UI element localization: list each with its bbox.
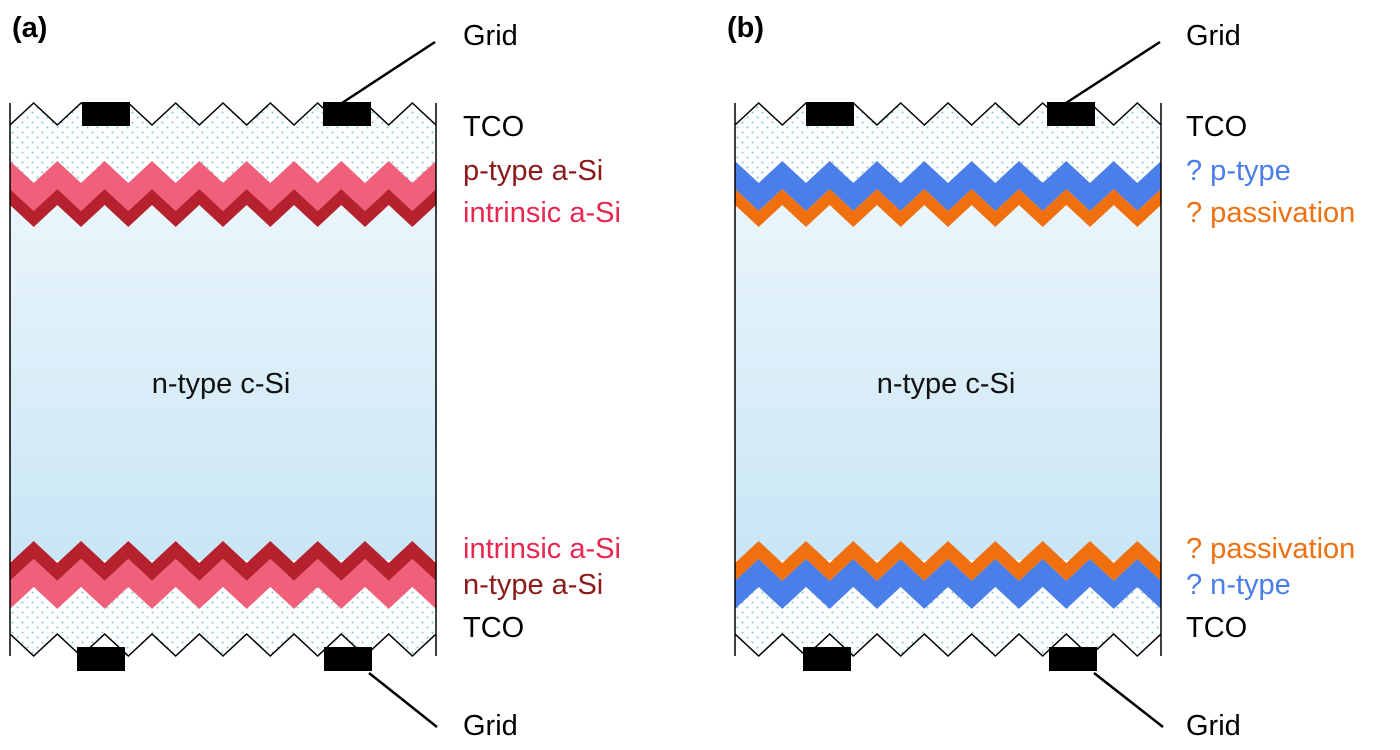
panel-a-tco-top-label: TCO: [463, 111, 524, 143]
front-passivation-layer: [735, 189, 1161, 227]
panel-a-back-intrinsic-label: intrinsic a-Si: [463, 533, 621, 565]
panel-a-front-intrinsic-label: intrinsic a-Si: [463, 197, 621, 229]
front-doped-layer: [10, 161, 436, 211]
back-grid-contact: [803, 647, 851, 671]
panel-b-top-grid-label: Grid: [1186, 20, 1241, 52]
back-grid-contact: [324, 647, 372, 671]
panel-a-layers: [9, 101, 437, 671]
back-grid-contact: [1049, 647, 1097, 671]
back-passivation-layer: [10, 541, 436, 581]
panel-a-top-grid-label: Grid: [463, 20, 518, 52]
panel-a-tco-bottom-label: TCO: [463, 612, 524, 644]
wafer-body: [10, 200, 436, 560]
front-grid-contact: [1047, 102, 1095, 126]
tco-bottom-layer: [10, 587, 436, 656]
panel-b-back-passivation-label: ? passivation: [1186, 533, 1355, 565]
panel-b-tco-top-label: TCO: [1186, 111, 1247, 143]
panel-b-top-grid-leader: [1065, 40, 1161, 105]
panel-b-tco-bottom-label: TCO: [1186, 612, 1247, 644]
panel-b-back-doped-label: ? n-type: [1186, 569, 1291, 601]
panel-b: (b) n-type c-Si Grid TCO ? p-type ? pass…: [727, 12, 1355, 742]
panel-b-layers: [734, 101, 1162, 671]
panel-a: (a) n-type c-Si Grid TCO p-type a-Si int…: [9, 12, 621, 742]
tco-bottom-layer: [735, 587, 1161, 656]
front-doped-layer: [735, 161, 1161, 211]
panel-b-bottom-grid-label: Grid: [1186, 710, 1241, 742]
panel-b-bottom-grid-leader: [1093, 672, 1164, 728]
back-grid-contact: [77, 647, 125, 671]
panel-a-bottom-grid-leader: [368, 672, 438, 728]
tco-top-layer: [10, 103, 436, 183]
back-doped-layer: [10, 559, 436, 609]
panel-a-top-grid-leader: [341, 40, 436, 105]
front-passivation-layer: [10, 189, 436, 227]
back-doped-layer: [735, 559, 1161, 609]
panel-b-wafer-label: n-type c-Si: [877, 368, 1016, 400]
front-grid-contact: [323, 102, 371, 126]
front-grid-contact: [82, 102, 130, 126]
panel-a-wafer-label: n-type c-Si: [152, 368, 291, 400]
back-passivation-layer: [735, 541, 1161, 581]
tco-top-layer: [735, 103, 1161, 183]
panel-a-label: (a): [12, 12, 47, 44]
panel-b-front-doped-label: ? p-type: [1186, 155, 1291, 187]
panel-a-back-doped-label: n-type a-Si: [463, 569, 603, 601]
front-grid-contact: [806, 102, 854, 126]
wafer-body: [735, 200, 1161, 560]
panel-b-label: (b): [727, 12, 764, 44]
panel-a-bottom-grid-label: Grid: [463, 710, 518, 742]
panel-a-front-doped-label: p-type a-Si: [463, 155, 603, 187]
panel-b-front-passivation-label: ? passivation: [1186, 197, 1355, 229]
